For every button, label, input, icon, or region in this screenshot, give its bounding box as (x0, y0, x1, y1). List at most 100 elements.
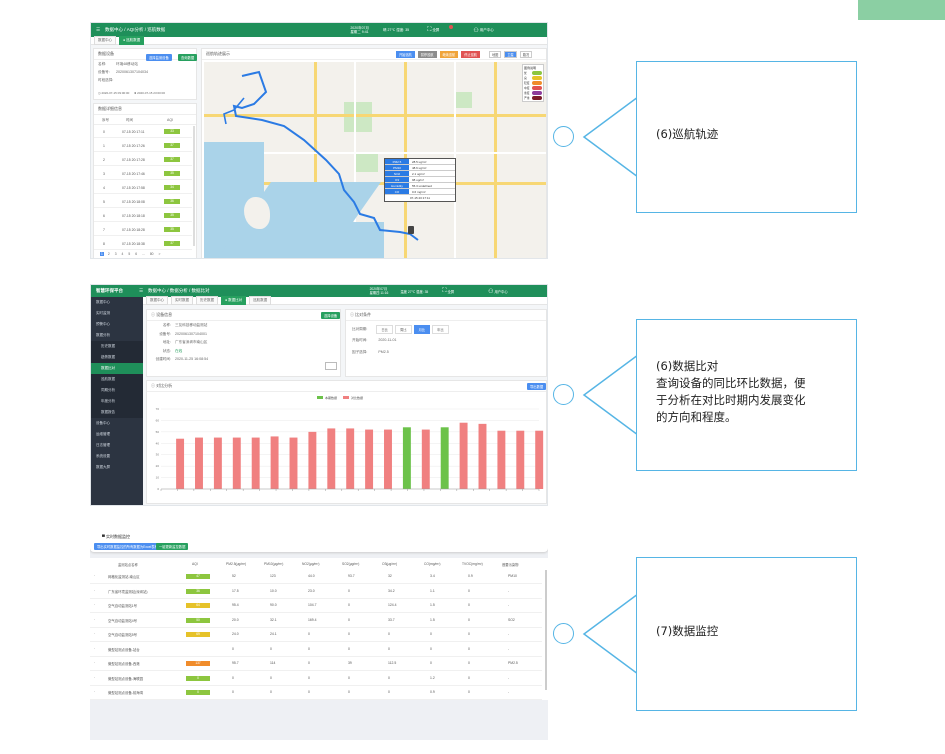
chart-bar[interactable] (535, 430, 544, 489)
tab-item[interactable]: ● 数据比对 (221, 296, 247, 305)
period-option[interactable]: 周比 (394, 325, 412, 334)
sidebar-item[interactable]: 实时监测 (96, 311, 110, 315)
period-option[interactable]: 年比 (432, 325, 449, 334)
chart-bar[interactable] (402, 427, 411, 489)
chart-bar[interactable] (497, 430, 506, 489)
tab-item[interactable]: ● 巡航数据 (119, 36, 145, 45)
chart-bar[interactable] (289, 437, 298, 489)
col-header[interactable]: 监测站点名称 (118, 563, 138, 567)
col-header[interactable]: CO(mg/m³) (424, 562, 441, 566)
fullscreen-icon[interactable]: ⛶ (427, 26, 432, 33)
export-button[interactable]: 导出数据 (527, 383, 547, 390)
sidebar-item[interactable]: 年度分析 (91, 396, 143, 407)
chart-bar[interactable] (516, 430, 525, 489)
chart-bar[interactable] (365, 429, 374, 489)
map-type-toggle[interactable]: 地图 (489, 51, 502, 58)
period-option[interactable]: 月比 (413, 325, 431, 334)
export-excel-button[interactable]: 导出实时数据监控的所有数据为Excel表格 (94, 543, 161, 550)
sidebar-item[interactable]: 巡航数据 (91, 374, 143, 385)
col-header[interactable]: SO2(μg/m³) (342, 562, 360, 566)
time-from[interactable]: 2020-07-15 09:00:00 (101, 91, 130, 95)
map-type-toggle[interactable]: 卫星 (504, 51, 517, 58)
col-header[interactable]: PM10(μg/m³) (264, 562, 284, 566)
page-item[interactable]: 6 (135, 252, 138, 256)
map-control-button[interactable]: 继续巡航 (439, 51, 459, 58)
page-item[interactable]: ... (142, 252, 145, 256)
tab-item[interactable]: 数据中心 (146, 296, 168, 305)
col-header[interactable]: TVOC(mg/m³) (462, 562, 483, 566)
col-header[interactable]: AQI (192, 562, 198, 566)
page-item[interactable]: 80 (149, 252, 154, 256)
select-device-button[interactable]: 选择监测设备 (146, 54, 172, 61)
sidebar-item[interactable]: 数据报告 (91, 407, 143, 418)
user-icon[interactable]: ⚇ (473, 27, 479, 34)
chart-bar[interactable] (384, 429, 392, 489)
time-to[interactable]: 2020-07-15 23:00:00 (137, 91, 165, 95)
car-marker-icon[interactable] (408, 226, 414, 234)
col-header[interactable]: 首要污染物 (502, 563, 519, 567)
page-item[interactable]: 4 (121, 252, 124, 256)
chart-bar[interactable] (213, 437, 222, 489)
page-item[interactable]: 1 (100, 252, 104, 256)
col-header[interactable]: O3(μg/m³) (382, 562, 398, 566)
menu-icon[interactable]: ☰ (96, 27, 101, 32)
user-icon[interactable]: ⚇ (488, 288, 494, 295)
chart-bar[interactable] (176, 438, 185, 489)
fullscreen-label[interactable]: 全屏 (447, 289, 455, 294)
sidebar-item[interactable]: 运维管理 (96, 432, 110, 436)
date-value[interactable]: 2020-11-01 (378, 338, 397, 342)
col-header[interactable]: NO2(μg/m³) (302, 562, 320, 566)
chart-bar[interactable] (459, 422, 468, 489)
select-device-button[interactable]: 选择设备 (321, 312, 341, 319)
tab-item[interactable]: 巡航数据 (249, 296, 272, 305)
chart-bar[interactable] (440, 427, 449, 489)
page-item[interactable]: 2 (107, 252, 110, 256)
map-control-button[interactable]: 停止巡航 (461, 51, 480, 58)
notify-dot[interactable] (449, 25, 454, 29)
map-control-button[interactable]: 开始巡航 (396, 51, 415, 58)
sidebar-item[interactable]: 同期分析 (91, 385, 143, 396)
sidebar-item[interactable]: 数据比对 (91, 363, 143, 374)
page-item[interactable]: > (158, 252, 161, 256)
sidebar-item[interactable]: 数据中心 (96, 300, 110, 304)
chart-bar[interactable] (195, 437, 203, 489)
chart-bar[interactable] (346, 428, 355, 489)
sidebar-item[interactable]: 预警中心 (96, 322, 110, 326)
sidebar-item[interactable]: 数据分析 (96, 333, 110, 337)
chart-bar[interactable] (478, 423, 487, 489)
sidebar-item[interactable]: 数据大屏 (96, 465, 110, 469)
chart-bar[interactable] (232, 437, 241, 489)
sidebar-item[interactable]: 系统设置 (96, 454, 110, 458)
chart-bar[interactable] (327, 428, 336, 489)
tab-item[interactable]: 历史数据 (196, 296, 218, 305)
page-item[interactable]: 3 (114, 252, 117, 256)
sidebar-item[interactable]: 趋势数据 (91, 352, 143, 363)
sidebar-item[interactable]: 日志管理 (96, 443, 110, 447)
user-center[interactable]: 用户中心 (479, 27, 494, 32)
sidebar-item[interactable]: 设备中心 (96, 421, 110, 425)
factor-value[interactable]: PM2.5 (378, 350, 389, 354)
map-control-button[interactable]: 暂停巡航 (417, 51, 437, 58)
refresh-button[interactable]: 一键更新监控数据 (156, 543, 189, 550)
period-option[interactable]: 日比 (376, 325, 393, 334)
chart-bar[interactable] (308, 431, 317, 489)
chart-bar[interactable] (421, 429, 430, 489)
table-scrollbar[interactable] (545, 570, 547, 690)
